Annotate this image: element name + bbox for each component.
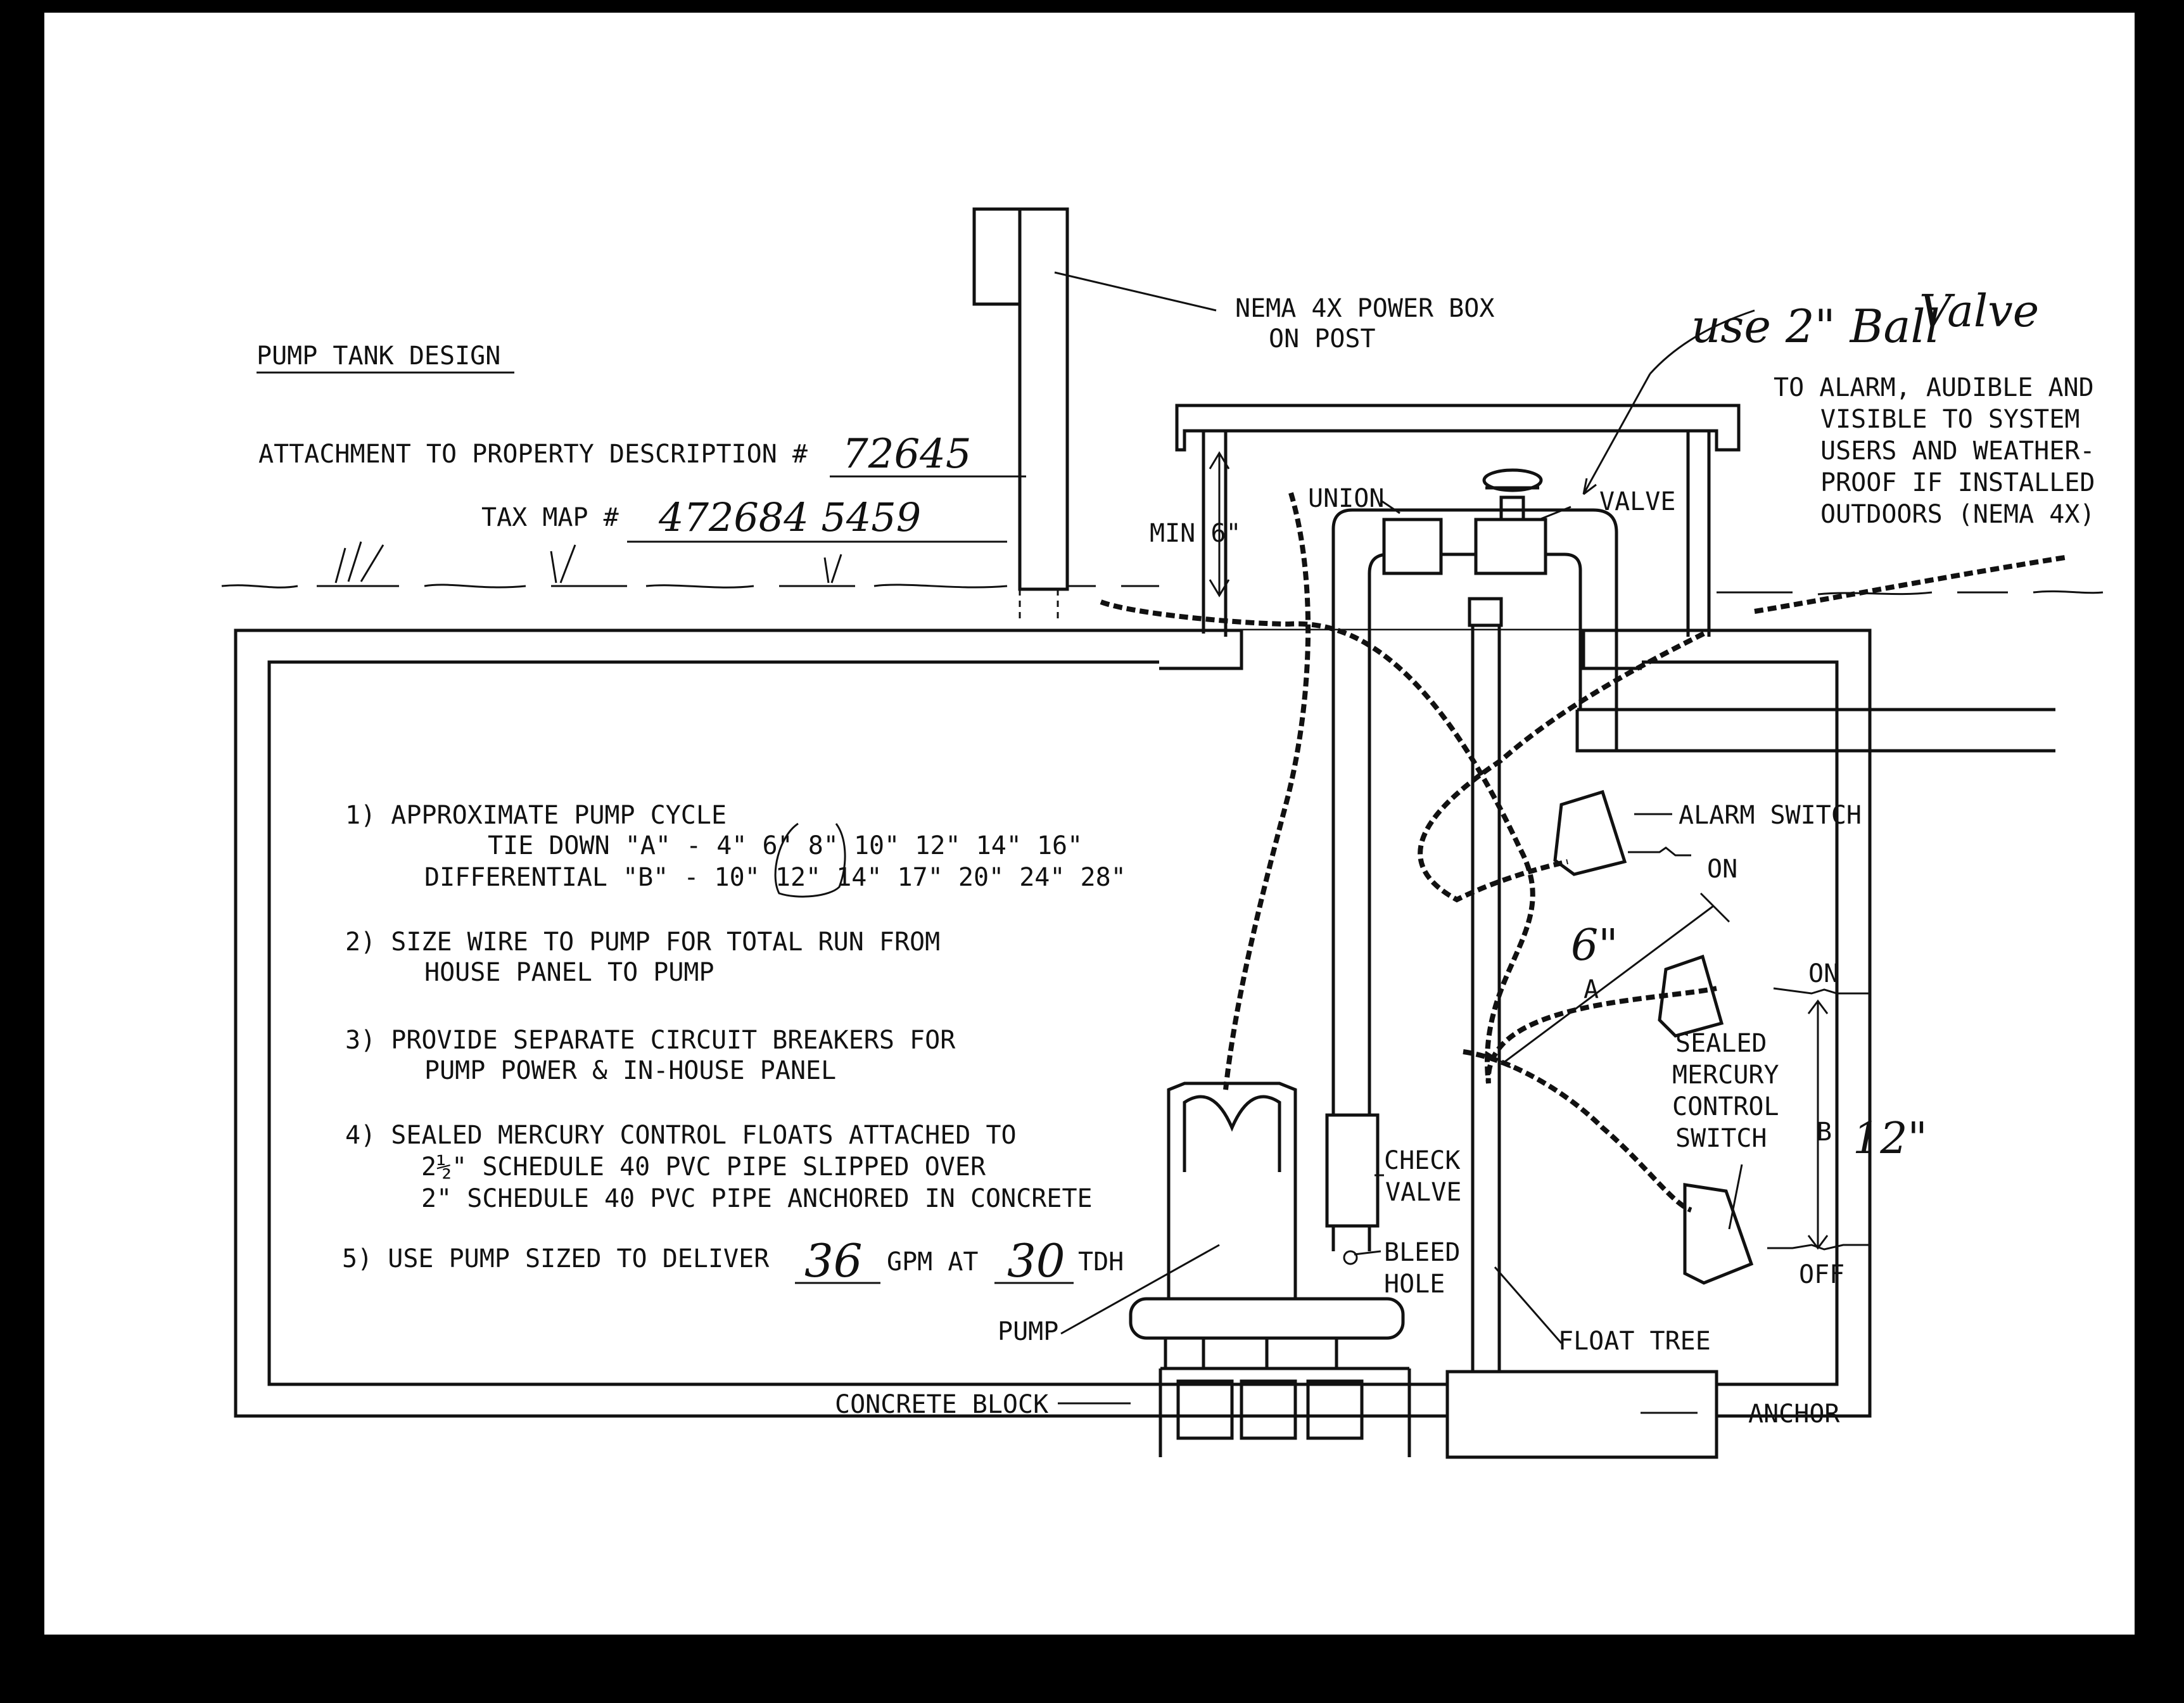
selection-circle bbox=[774, 822, 846, 898]
bleed-hole-label-2: HOLE bbox=[1384, 1270, 1445, 1299]
check-valve-label-2: VALVE bbox=[1385, 1178, 1461, 1207]
attachment-number: 72645 bbox=[842, 431, 972, 478]
note-1-title: 1) APPROXIMATE PUMP CYCLE bbox=[345, 801, 727, 830]
note-5-text: 5) USE PUMP SIZED TO DELIVER bbox=[342, 1244, 770, 1273]
note-5-tdh-label: TDH bbox=[1078, 1247, 1124, 1277]
union-label: UNION bbox=[1308, 484, 1384, 513]
note-5-gpm-label: GPM AT bbox=[887, 1247, 979, 1277]
text-labels: PUMP TANK DESIGN ATTACHMENT TO PROPERTY … bbox=[257, 285, 2095, 1429]
notes: 1) APPROXIMATE PUMP CYCLE TIE DOWN "A" -… bbox=[342, 801, 1126, 1287]
pump-tank-diagram: PUMP TANK DESIGN ATTACHMENT TO PROPERTY … bbox=[221, 207, 2104, 1459]
note-3-line-1: 3) PROVIDE SEPARATE CIRCUIT BREAKERS FOR bbox=[345, 1026, 956, 1055]
on-label-right: ON bbox=[1808, 959, 1839, 988]
dimension-b-label: B bbox=[1817, 1118, 1832, 1147]
tank bbox=[234, 404, 2055, 1418]
ground-line bbox=[221, 541, 2104, 596]
power-box-label-2: ON POST bbox=[1269, 324, 1376, 354]
alarm-label-4: PROOF IF INSTALLED bbox=[1820, 468, 2095, 497]
valve-label: VALVE bbox=[1599, 487, 1675, 516]
dimension-b-handwritten: 12" bbox=[1853, 1114, 1927, 1164]
concrete-block-label: CONCRETE BLOCK bbox=[835, 1390, 1048, 1419]
alarm-label-1: TO ALARM, AUDIBLE AND bbox=[1774, 373, 2094, 402]
note-4-line-1: 4) SEALED MERCURY CONTROL FLOATS ATTACHE… bbox=[345, 1121, 1017, 1150]
off-label: OFF bbox=[1799, 1260, 1844, 1289]
alarm-label-5: OUTDOORS (NEMA 4X) bbox=[1820, 500, 2095, 529]
anchor-label: ANCHOR bbox=[1748, 1400, 1840, 1429]
note-2-line-1: 2) SIZE WIRE TO PUMP FOR TOTAL RUN FROM bbox=[345, 928, 940, 957]
document-sheet: PUMP TANK DESIGN ATTACHMENT TO PROPERTY … bbox=[44, 13, 2135, 1635]
note-4-line-3: 2" SCHEDULE 40 PVC PIPE ANCHORED IN CONC… bbox=[421, 1184, 1093, 1213]
note-4-line-2: 2½" SCHEDULE 40 PVC PIPE SLIPPED OVER bbox=[421, 1152, 986, 1182]
dimension-a-handwritten: 6" bbox=[1571, 921, 1618, 971]
note-3-line-2: PUMP POWER & IN-HOUSE PANEL bbox=[424, 1056, 836, 1085]
float-tree bbox=[1445, 597, 1718, 1459]
leader-lines bbox=[1054, 271, 1755, 1405]
bleed-hole-label-1: BLEED bbox=[1384, 1238, 1460, 1267]
min-depth-label: MIN 6" bbox=[1150, 519, 1241, 548]
check-valve-label-1: CHECK bbox=[1384, 1146, 1460, 1175]
handwritten-note-line2: Valve bbox=[1919, 285, 2039, 337]
dimensions bbox=[1209, 451, 1829, 1250]
note-5-gpm-value: 36 bbox=[804, 1234, 863, 1287]
alarm-label-3: USERS AND WEATHER- bbox=[1820, 437, 2095, 466]
note-5-tdh-value: 30 bbox=[1007, 1234, 1065, 1287]
sealed-switch-label-2: MERCURY bbox=[1672, 1061, 1779, 1090]
dimension-a-label: A bbox=[1584, 975, 1599, 1004]
float-tree-label: FLOAT TREE bbox=[1558, 1327, 1711, 1356]
alarm-switch-label: ALARM SWITCH bbox=[1679, 801, 1862, 830]
alarm-label-2: VISIBLE TO SYSTEM bbox=[1820, 405, 2079, 434]
page-title: PUMP TANK DESIGN bbox=[257, 341, 500, 371]
sealed-switch-label-1: SEALED bbox=[1675, 1029, 1767, 1058]
note-1-row-a: TIE DOWN "A" - 4" 6" 8" 10" 12" 14" 16" bbox=[488, 831, 1082, 860]
handwritten-note-line1: use 2" Ball bbox=[1691, 300, 1940, 353]
discharge-pipe bbox=[1325, 468, 1618, 1265]
tax-map-label: TAX MAP # bbox=[481, 503, 619, 532]
sealed-switch-label-4: SWITCH bbox=[1675, 1124, 1767, 1153]
valve bbox=[1474, 518, 1547, 575]
sealed-switch-label-3: CONTROL bbox=[1672, 1092, 1779, 1121]
power-box-label-1: NEMA 4X POWER BOX bbox=[1235, 294, 1494, 323]
power-post bbox=[972, 207, 1069, 621]
pump bbox=[1129, 1081, 1411, 1457]
union bbox=[1382, 518, 1443, 575]
tax-map-number: 472684 5459 bbox=[658, 494, 921, 540]
attachment-label: ATTACHMENT TO PROPERTY DESCRIPTION # bbox=[258, 440, 808, 469]
check-valve bbox=[1325, 1113, 1380, 1228]
on-label-upper: ON bbox=[1707, 855, 1737, 884]
pump-label: PUMP bbox=[998, 1317, 1058, 1346]
note-2-line-2: HOUSE PANEL TO PUMP bbox=[424, 958, 714, 987]
floats bbox=[1553, 789, 1869, 1285]
